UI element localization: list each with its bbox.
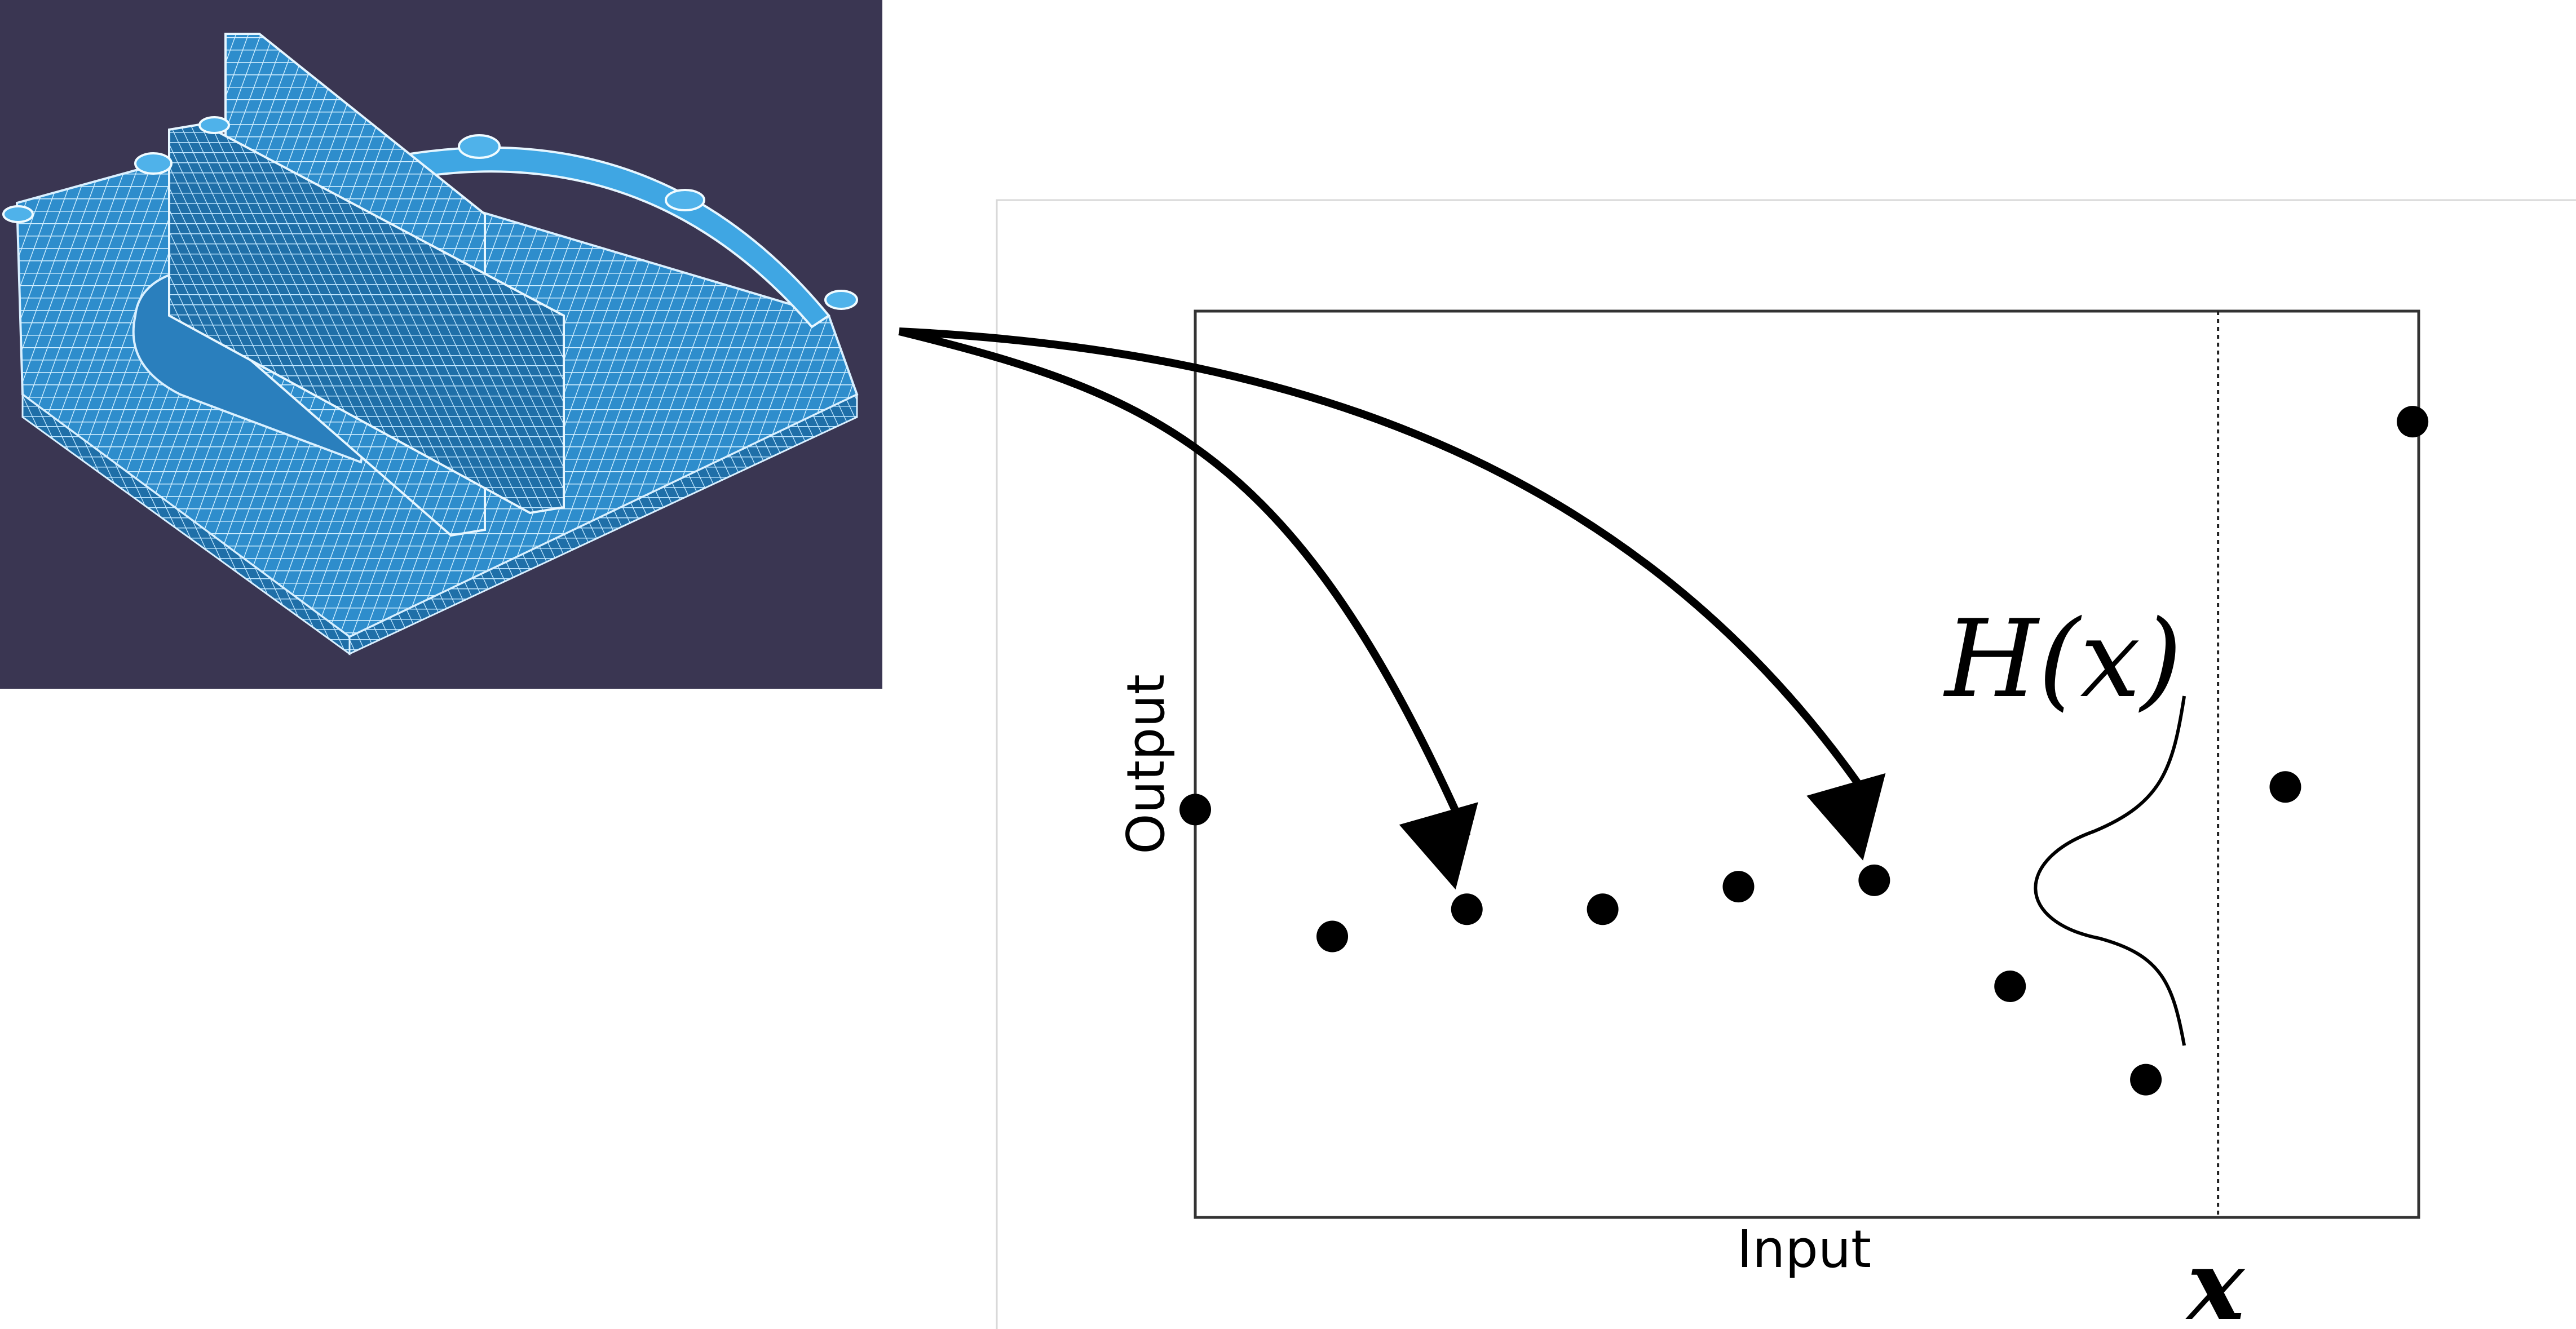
mesh-right-face [348, 393, 858, 655]
distribution-curve [2034, 695, 2186, 1046]
data-point [2130, 1064, 2162, 1096]
y-axis-label: Output [1116, 674, 1176, 854]
distribution-label: H(x) [1943, 597, 2182, 721]
data-point [1316, 920, 1349, 953]
x-axis-label: Input [1737, 1219, 1871, 1279]
arrow-shaft [899, 327, 1878, 809]
arrow-head [1399, 802, 1478, 890]
data-point [1451, 893, 1483, 925]
arrow-shaft [898, 327, 1471, 838]
data-point [2269, 771, 2301, 803]
data-point [1587, 893, 1619, 925]
data-point [1994, 970, 2026, 1002]
plot-panel-border [996, 199, 2576, 1329]
data-point [1858, 864, 1890, 896]
data-points [1179, 406, 2429, 1096]
arrows [898, 327, 1886, 890]
mesh-model-illustration [2, 33, 859, 655]
mesh-bosses [2, 116, 858, 310]
query-x-label: x [2185, 1229, 2245, 1329]
axes-frame [1194, 309, 2420, 1219]
arrow-head [1806, 773, 1886, 861]
data-point [2397, 406, 2429, 438]
data-point [1722, 871, 1755, 903]
data-point [1179, 794, 1211, 826]
mesh-model-panel [0, 0, 882, 689]
